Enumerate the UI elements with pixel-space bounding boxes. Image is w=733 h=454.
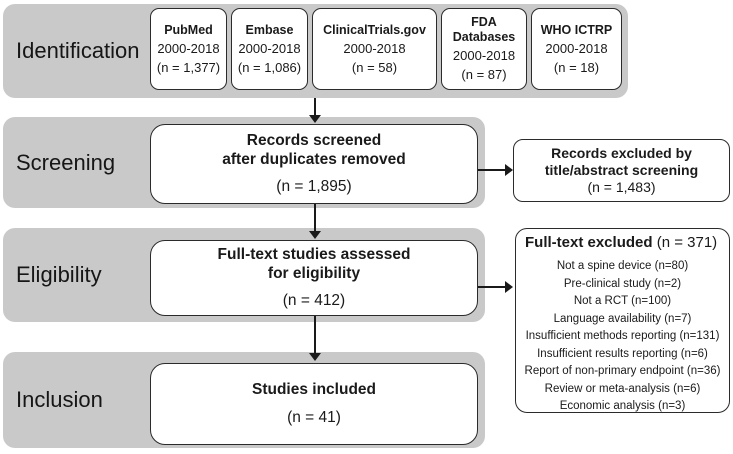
exclusion-reason: Pre-clinical study (n=2) xyxy=(563,277,682,290)
records-excluded-box: Records excluded by title/abstract scree… xyxy=(513,139,730,202)
source-box-embase: Embase 2000-2018 (n = 1,086) xyxy=(231,8,308,90)
fulltext-assessed-title: Full-text studies assessed for eligibili… xyxy=(218,246,411,283)
source-count: (n = 87) xyxy=(461,67,507,82)
arrow-right-icon xyxy=(505,281,513,293)
exclusion-reason: Report of non-primary endpoint (n=36) xyxy=(524,365,721,377)
arrow-down-icon xyxy=(309,353,321,361)
records-excluded-count: (n = 1,483) xyxy=(587,179,656,196)
arrow-line xyxy=(314,204,316,231)
studies-included-count: (n = 41) xyxy=(287,408,341,426)
records-screened-title-line2: after duplicates removed xyxy=(222,150,406,168)
studies-included-box: Studies included (n = 41) xyxy=(150,363,478,445)
source-name: FDA Databases xyxy=(452,15,516,45)
arrow-right-icon xyxy=(505,164,513,176)
arrow-line xyxy=(314,98,316,115)
stage-label-inclusion: Inclusion xyxy=(16,387,103,412)
exclusion-reason: Not a spine device (n=80) xyxy=(556,260,689,272)
fulltext-excluded-reasons: Not a spine device (n=80) Pre-clinical s… xyxy=(523,258,722,416)
fulltext-assessed-title-line2: for eligibility xyxy=(267,264,361,282)
source-name: WHO ICTRP xyxy=(540,22,613,37)
arrow-line xyxy=(478,286,505,288)
source-box-who-ictrp: WHO ICTRP 2000-2018 (n = 18) xyxy=(531,8,622,90)
source-box-clinicaltrials: ClinicalTrials.gov 2000-2018 (n = 58) xyxy=(312,8,437,90)
arrow-down-icon xyxy=(309,115,321,123)
records-excluded-title-line2: title/abstract screening xyxy=(544,161,699,178)
source-years: 2000-2018 xyxy=(545,40,608,56)
source-box-pubmed: PubMed 2000-2018 (n = 1,377) xyxy=(150,8,227,90)
source-years: 2000-2018 xyxy=(157,40,220,56)
records-screened-title: Records screened after duplicates remove… xyxy=(222,132,405,169)
exclusion-reason: Economic analysis (n=3) xyxy=(559,400,686,412)
source-count: (n = 1,086) xyxy=(237,59,302,75)
records-screened-box: Records screened after duplicates remove… xyxy=(150,124,478,204)
arrow-line xyxy=(478,169,505,171)
source-count: (n = 1,377) xyxy=(156,59,221,75)
source-years: 2000-2018 xyxy=(238,40,301,56)
source-count: (n = 18) xyxy=(553,59,600,75)
fulltext-assessed-title-line1: Full-text studies assessed xyxy=(217,246,411,264)
fulltext-excluded-box: Full-text excluded (n = 371) Not a spine… xyxy=(515,228,730,413)
source-years: 2000-2018 xyxy=(452,48,516,64)
records-excluded-title-line1: Records excluded by xyxy=(551,144,692,161)
source-box-fda-databases: FDA Databases 2000-2018 (n = 87) xyxy=(441,8,527,90)
records-screened-title-line1: Records screened xyxy=(246,132,382,150)
fulltext-excluded-count: (n = 371) xyxy=(656,234,718,251)
stage-label-identification: Identification xyxy=(16,38,140,63)
exclusion-reason: Insufficient results reporting (n=6) xyxy=(537,347,708,360)
records-screened-count: (n = 1,895) xyxy=(276,177,352,195)
source-name: ClinicalTrials.gov xyxy=(323,22,426,37)
fulltext-assessed-box: Full-text studies assessed for eligibili… xyxy=(150,240,478,316)
source-name: PubMed xyxy=(164,22,213,37)
source-count: (n = 58) xyxy=(351,59,398,75)
exclusion-reason: Not a RCT (n=100) xyxy=(573,295,672,307)
fulltext-assessed-count: (n = 412) xyxy=(282,291,346,309)
arrow-down-icon xyxy=(309,231,321,239)
exclusion-reason: Language availability (n=7) xyxy=(553,312,692,325)
exclusion-reason: Review or meta-analysis (n=6) xyxy=(544,382,701,395)
fulltext-excluded-title: Full-text excluded xyxy=(525,234,653,251)
studies-included-title: Studies included xyxy=(251,381,376,399)
stage-label-screening: Screening xyxy=(16,149,116,175)
source-name: Embase xyxy=(245,22,294,37)
fulltext-excluded-header: Full-text excluded (n = 371) xyxy=(523,234,722,251)
source-years: 2000-2018 xyxy=(343,40,406,56)
exclusion-reason: Insufficient methods reporting (n=131) xyxy=(525,330,720,342)
arrow-line xyxy=(314,316,316,353)
stage-label-eligibility: Eligibility xyxy=(16,262,102,287)
